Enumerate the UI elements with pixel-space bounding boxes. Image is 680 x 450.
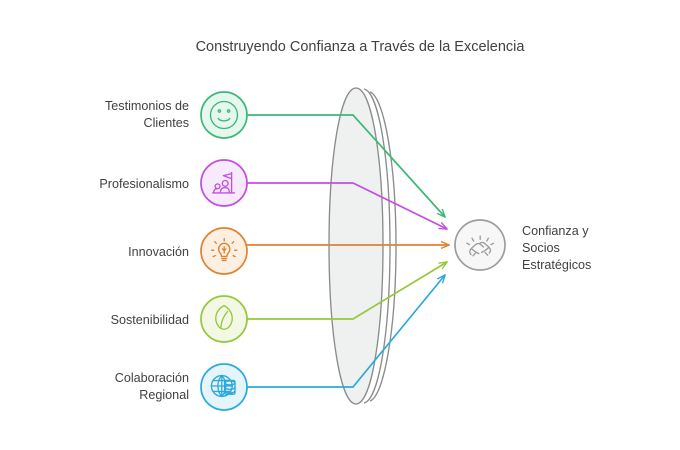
node-innovacion[interactable]: Innovación [128,227,248,275]
node-label-confianza-line3: Estratégicos [522,258,591,272]
node-circle-confianza-socios[interactable] [454,219,506,271]
node-label-confianza-line2: Socios [522,241,560,255]
smiley-face-icon [209,100,239,130]
node-label-confianza-line1: Confianza y [522,224,589,238]
node-sostenibilidad[interactable]: Sostenibilidad [111,295,248,343]
node-label-colaboracion-line1: Colaboración [115,371,189,385]
node-label-testimonios-line1: Testimonios de [105,99,189,113]
leaf-icon [215,304,233,330]
team-flag-icon [212,171,236,194]
page-title: Construyendo Confianza a Través de la Ex… [196,39,526,55]
central-cylinder [328,87,397,405]
node-label-colaboracion-line2: Regional [139,388,189,402]
node-colaboracion[interactable]: Colaboración Regional [115,363,248,411]
node-label-sostenibilidad-line1: Sostenibilidad [111,313,189,327]
globe-database-icon [210,374,236,398]
connector-profesionalismo [247,182,447,229]
node-testimonios[interactable]: Testimonios de Clientes [105,91,248,139]
lightbulb-icon [210,237,238,262]
node-label-profesionalismo-line1: Profesionalismo [99,177,189,191]
node-circle-sostenibilidad[interactable] [200,295,248,343]
handshake-icon [466,235,495,257]
node-profesionalismo[interactable]: Profesionalismo [99,159,248,207]
node-circle-profesionalismo[interactable] [200,159,248,207]
connector-colaboracion [247,275,445,388]
connector-testimonios [247,114,445,217]
node-confianza-socios[interactable]: Confianza y Socios Estratégicos [454,219,591,272]
node-label-testimonios-line2: Clientes [144,116,190,130]
node-label-innovacion-line1: Innovación [128,245,189,259]
connector-sostenibilidad [247,262,447,320]
node-circle-testimonios[interactable] [200,91,248,139]
